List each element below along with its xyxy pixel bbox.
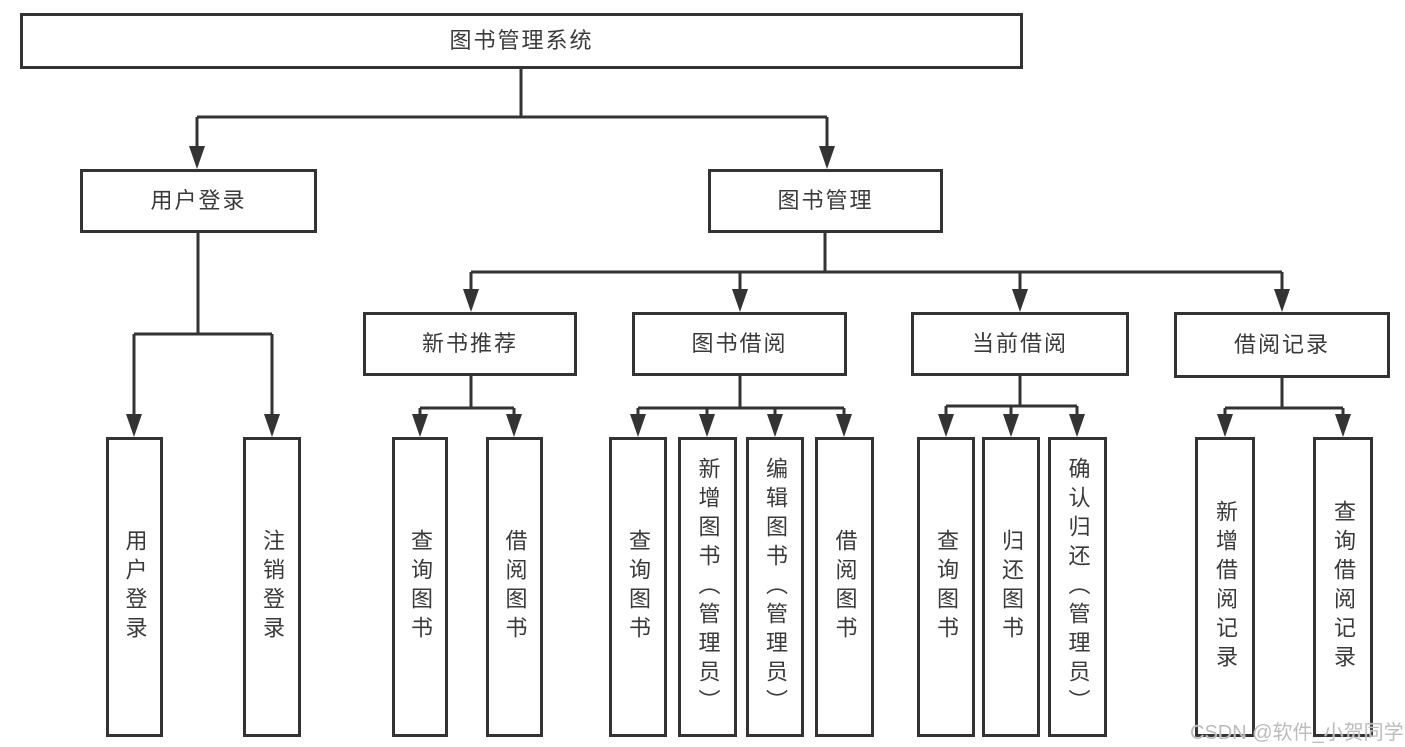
- node-book-management: 图书管理: [708, 169, 943, 233]
- leaf-current-query-books: 查询图书: [917, 437, 975, 737]
- leaf-records-query-record: 查询借阅记录: [1313, 437, 1373, 737]
- node-current-borrow: 当前借阅: [911, 312, 1129, 376]
- leaf-borrow-edit-books-admin: 编辑图书（管理员）: [746, 437, 804, 737]
- leaf-borrow-borrow-books: 借阅图书: [815, 437, 874, 737]
- node-root: 图书管理系统: [20, 13, 1023, 69]
- node-borrow-records: 借阅记录: [1174, 312, 1390, 378]
- leaf-user-login: 用户登录: [106, 437, 163, 737]
- leaf-borrow-query-books: 查询图书: [609, 437, 667, 737]
- leaf-logout-login: 注销登录: [243, 437, 301, 737]
- leaf-current-return-books: 归还图书: [982, 437, 1040, 737]
- watermark: CSDN @软件_小贺同学: [1190, 722, 1404, 744]
- node-user-login-group: 用户登录: [80, 169, 317, 233]
- leaf-newrec-query-books: 查询图书: [392, 437, 448, 737]
- leaf-newrec-borrow-books: 借阅图书: [486, 437, 543, 737]
- leaf-borrow-add-books-admin: 新增图书（管理员）: [678, 437, 737, 737]
- leaf-current-confirm-return-admin: 确认归还（管理员）: [1048, 437, 1107, 737]
- leaf-records-add-record: 新增借阅记录: [1195, 437, 1255, 737]
- node-new-book-recommend: 新书推荐: [363, 312, 577, 376]
- node-book-borrow: 图书借阅: [632, 312, 847, 376]
